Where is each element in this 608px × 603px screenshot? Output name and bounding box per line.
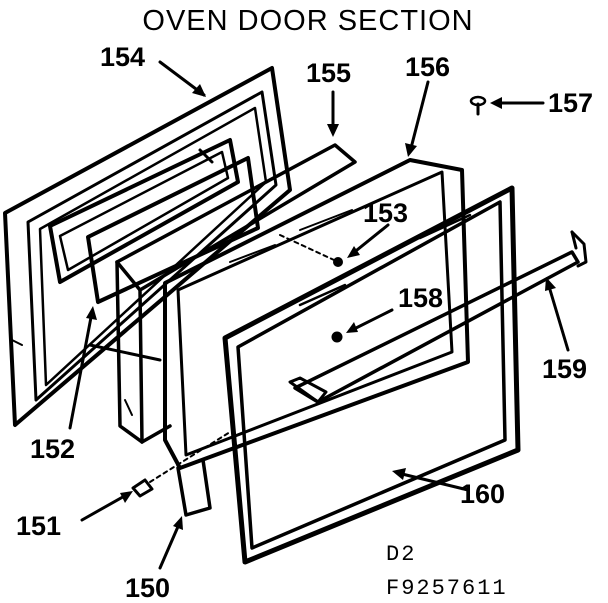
- part-159-handle: [288, 230, 588, 404]
- label-154: 154: [100, 42, 145, 72]
- leader-159: [546, 281, 570, 352]
- label-155: 155: [306, 58, 351, 88]
- label-160: 160: [460, 479, 505, 509]
- label-156: 156: [405, 52, 450, 82]
- part-157-screw: [469, 95, 487, 116]
- part-155-insulation: [115, 143, 357, 444]
- leader-arrows: [68, 60, 570, 570]
- figure-number: F9257611: [386, 576, 508, 601]
- leader-150: [158, 520, 182, 570]
- part-151-screw: [131, 431, 231, 498]
- part-156-glass-panel-assembly: [163, 158, 470, 470]
- leader-152: [68, 310, 94, 430]
- label-153: 153: [363, 198, 408, 228]
- leader-151: [80, 492, 130, 522]
- diagram-code: D2: [386, 542, 416, 567]
- label-151: 151: [16, 511, 61, 541]
- part-160-outer-door-frame: [222, 185, 521, 565]
- label-158: 158: [398, 283, 443, 313]
- part-153-fastener: [279, 234, 343, 267]
- label-152: 152: [30, 434, 75, 464]
- leader-153: [350, 223, 390, 256]
- diagram-title: OVEN DOOR SECTION: [142, 5, 473, 37]
- part-152-window-glass: [86, 156, 260, 304]
- leader-160: [396, 471, 470, 492]
- leader-156: [408, 80, 430, 154]
- label-150: 150: [125, 573, 170, 603]
- label-159: 159: [542, 354, 587, 384]
- part-150-lower-strip: [176, 458, 212, 517]
- leader-158: [350, 308, 394, 332]
- part-158-handle-bolt: [331, 331, 343, 343]
- label-157: 157: [548, 88, 593, 118]
